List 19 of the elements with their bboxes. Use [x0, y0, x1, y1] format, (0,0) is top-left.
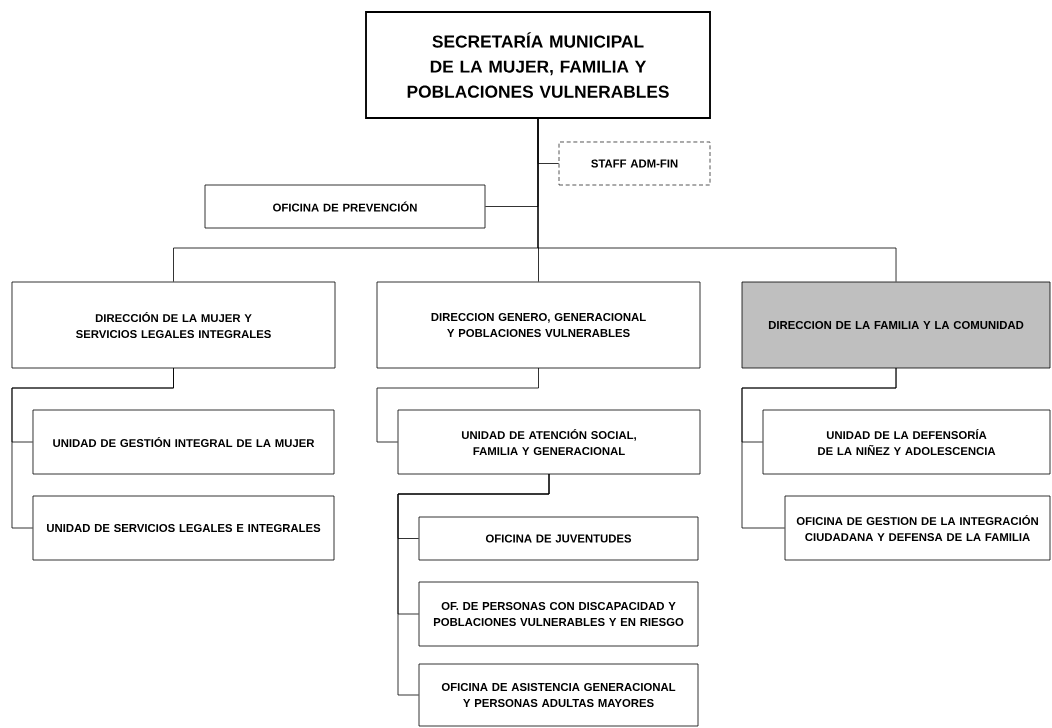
org-box: UNIDAD DE LA DEFENSORÍA DE LA NIÑEZ Y ADOLESCENCIA [762, 409, 1051, 475]
connector-line [537, 117, 897, 282]
org-box: UNIDAD DE GESTIÓN INTEGRAL DE LA MUJER [32, 409, 335, 475]
org-box: STAFF ADM-FIN [558, 141, 711, 186]
connector-line [11, 367, 174, 529]
org-box: UNIDAD DE ATENCIÓN SOCIAL, FAMILIA Y GENERACIONAL [397, 409, 701, 475]
connector-line [376, 367, 539, 443]
org-box: DIRECCION DE LA FAMILIA Y LA COMUNIDAD [741, 281, 1051, 369]
org-box: SECRETARÍA MUNICIPAL DE LA MUJER, FAMILIA Y POBLACIONES VULNERABLES [365, 11, 711, 119]
connector-line [397, 473, 550, 696]
org-box: DIRECCIÓN DE LA MUJER Y SERVICIOS LEGALES INTEGRALES [11, 281, 336, 369]
org-box: OFICINA DE PREVENCIÓN [204, 184, 486, 229]
org-box: DIRECCION GENERO, GENERACIONAL Y POBLACIONES VULNERABLES [376, 281, 701, 369]
connector-line [741, 367, 897, 529]
org-box: UNIDAD DE SERVICIOS LEGALES E INTEGRALES [32, 495, 335, 561]
org-box: OFICINA DE JUVENTUDES [418, 516, 699, 561]
org-box: OF. DE PERSONAS CON DISCAPACIDAD Y POBLACIONES VULNERABLES Y EN RIESGO [418, 581, 699, 647]
org-box: OFICINA DE GESTION DE LA INTEGRACIÓN CIUDADANA Y DEFENSA DE LA FAMILIA [784, 495, 1051, 561]
org-box: OFICINA DE ASISTENCIA GENERACIONAL Y PERSONAS ADULTAS MAYORES [418, 663, 699, 727]
